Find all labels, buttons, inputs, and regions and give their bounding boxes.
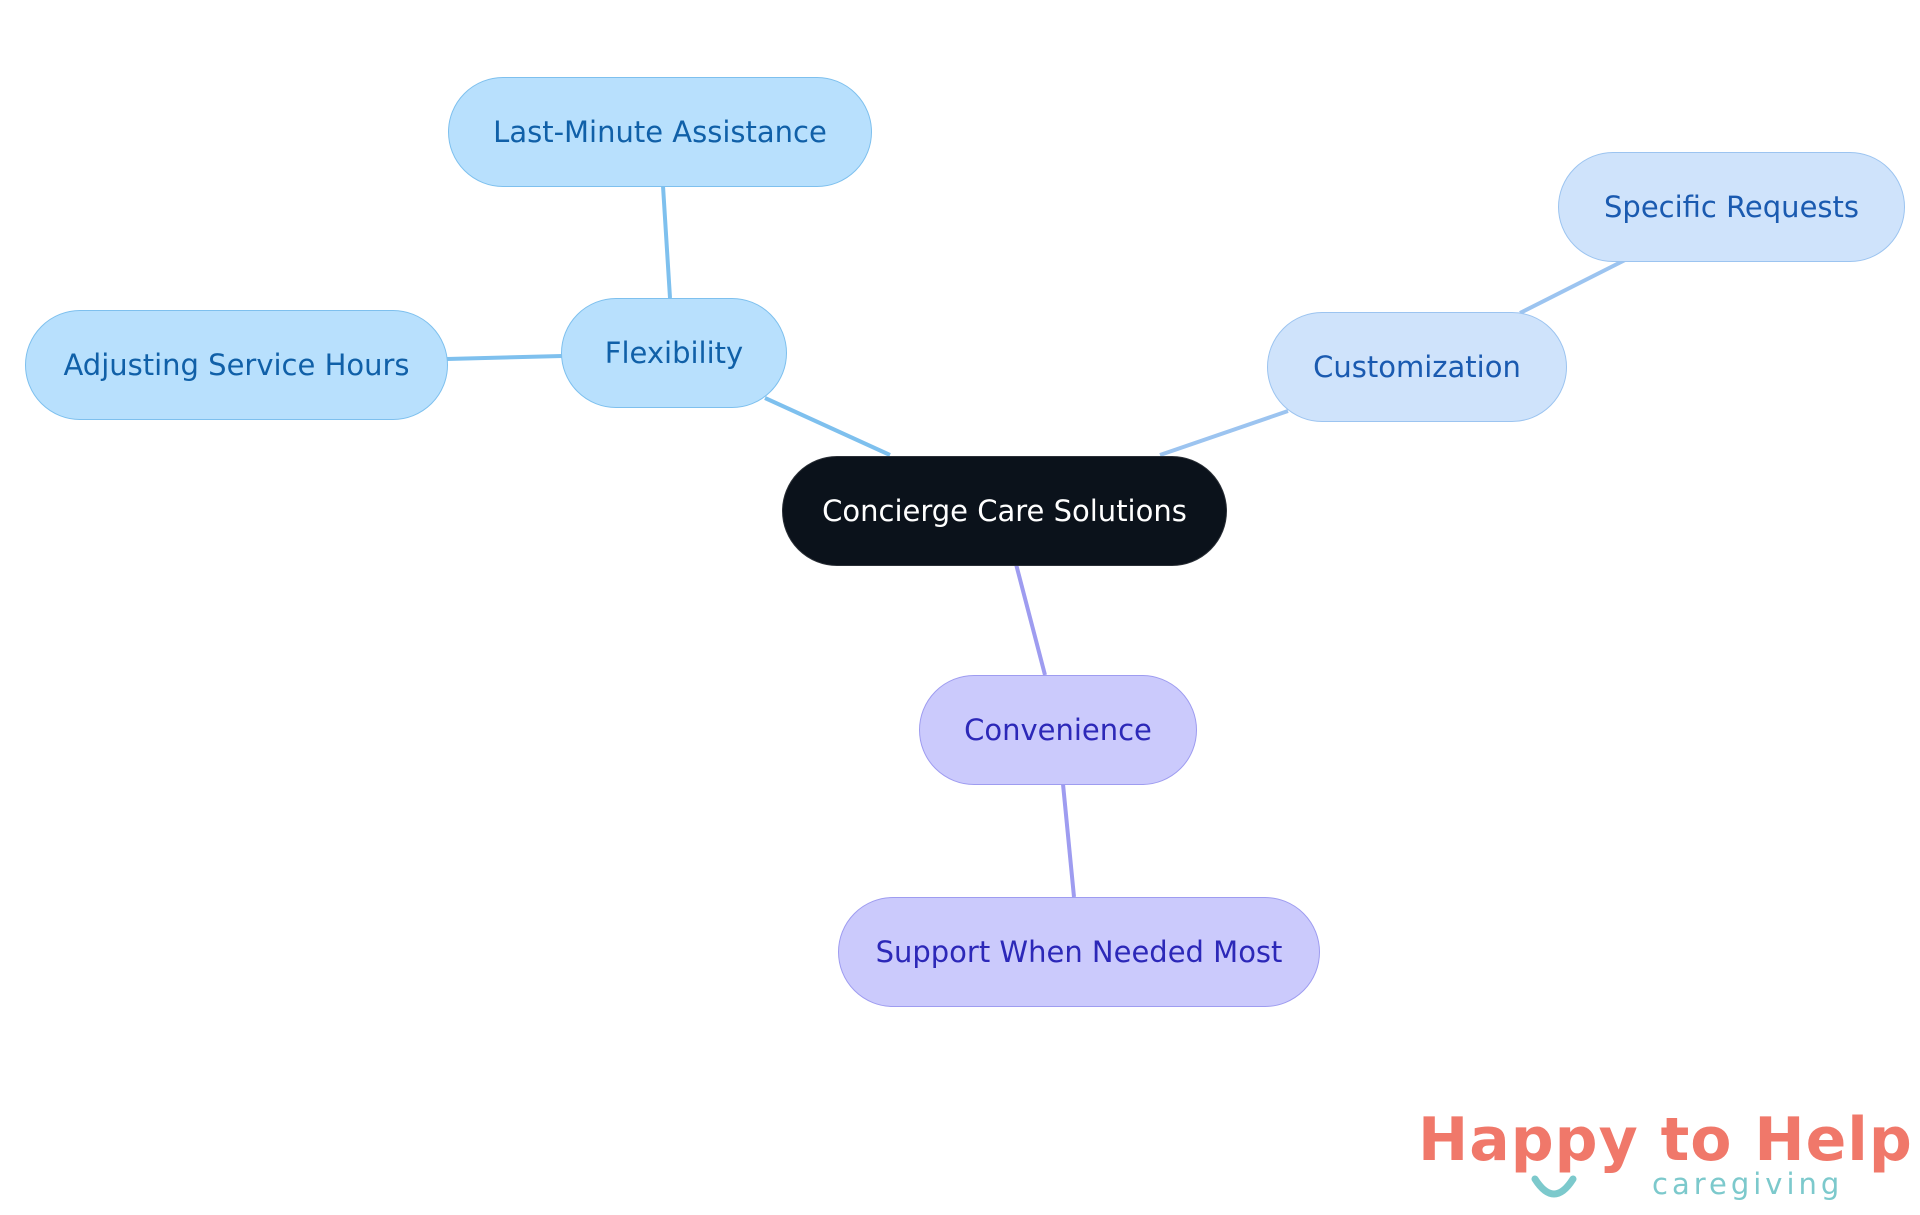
branch-node-customization[interactable]: Customization xyxy=(1267,312,1567,422)
happy-to-help-logo: Happy to Help caregiving xyxy=(1418,1105,1912,1205)
link-flexibility-adjusting-hours xyxy=(446,354,563,361)
link-flexibility-last-minute xyxy=(661,185,672,299)
logo-wordmark: Happy to Help xyxy=(1418,1105,1913,1175)
logo-word-to-help: to Help xyxy=(1660,1105,1913,1175)
branch-node-flexibility-label: Flexibility xyxy=(604,336,744,370)
leaf-node-support-when-needed-most[interactable]: Support When Needed Most xyxy=(838,897,1320,1007)
root-node-label: Concierge Care Solutions xyxy=(822,494,1187,528)
logo-word-happy: Happy xyxy=(1418,1105,1639,1175)
link-root-customization xyxy=(1159,409,1289,457)
link-convenience-support xyxy=(1061,783,1076,898)
branch-node-convenience[interactable]: Convenience xyxy=(919,675,1197,785)
leaf-node-last-minute-assistance-label: Last-Minute Assistance xyxy=(493,115,827,149)
link-customization-specific-requests xyxy=(1519,257,1628,315)
logo-tagline: caregiving xyxy=(1652,1167,1844,1201)
branch-node-flexibility[interactable]: Flexibility xyxy=(561,298,787,408)
smile-icon xyxy=(1531,1175,1577,1198)
leaf-node-specific-requests[interactable]: Specific Requests xyxy=(1558,152,1905,262)
branch-node-convenience-label: Convenience xyxy=(964,713,1152,747)
branch-node-customization-label: Customization xyxy=(1313,350,1521,384)
leaf-node-adjusting-service-hours-label: Adjusting Service Hours xyxy=(63,348,410,382)
link-root-flexibility xyxy=(764,396,891,457)
link-root-convenience xyxy=(1014,563,1047,676)
leaf-node-support-when-needed-most-label: Support When Needed Most xyxy=(875,935,1283,969)
leaf-node-specific-requests-label: Specific Requests xyxy=(1604,190,1859,224)
leaf-node-last-minute-assistance[interactable]: Last-Minute Assistance xyxy=(448,77,872,187)
root-node[interactable]: Concierge Care Solutions xyxy=(782,456,1227,566)
leaf-node-adjusting-service-hours[interactable]: Adjusting Service Hours xyxy=(25,310,448,420)
